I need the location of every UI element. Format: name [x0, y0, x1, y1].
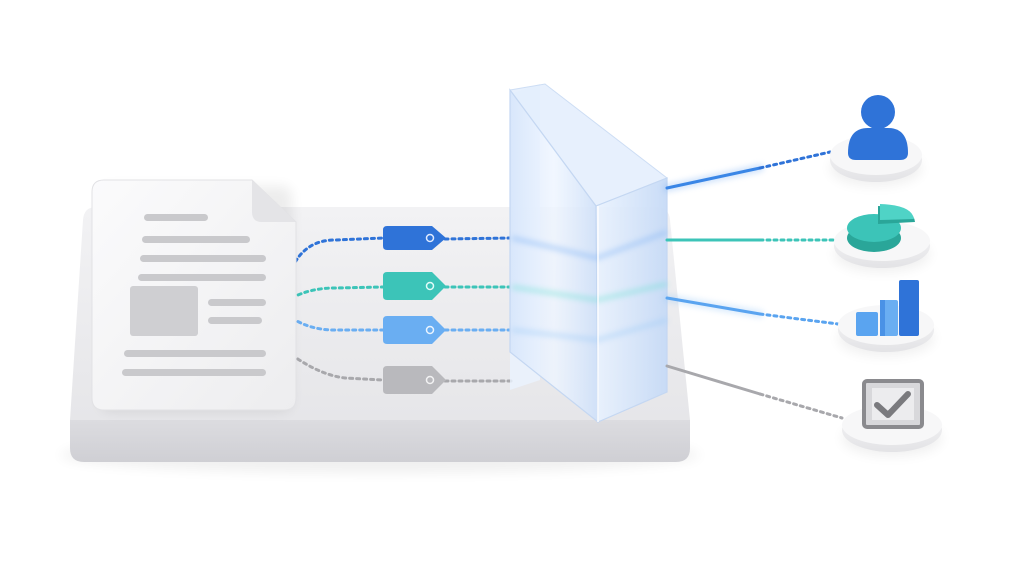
document-image-placeholder: [130, 286, 198, 336]
bar-chart-icon: [856, 280, 919, 336]
tag-gray: [383, 366, 446, 394]
prism: [509, 83, 669, 424]
link-tag1-prism: [443, 236, 514, 241]
tag-light-blue: [383, 316, 446, 344]
checkbox-check-icon: [862, 379, 924, 429]
analytics-output: [838, 280, 934, 356]
tags: [383, 226, 446, 394]
pie-chart-icon: [847, 204, 915, 252]
beam-verify: [665, 364, 844, 420]
beam-analytics: [663, 294, 840, 326]
tag-dark-blue: [383, 226, 446, 250]
document-text-lines: [122, 214, 266, 376]
output-beams: [663, 150, 844, 420]
user-output: [830, 95, 922, 186]
output-nodes: [830, 95, 942, 456]
beam-user: [663, 150, 832, 192]
connector-gray: [290, 353, 385, 382]
document-icon: [91, 179, 297, 412]
chart-output: [834, 204, 930, 272]
verify-output: [842, 379, 942, 456]
user-icon: [848, 95, 908, 160]
connector-light-blue: [290, 316, 385, 332]
tag-teal: [383, 272, 446, 300]
